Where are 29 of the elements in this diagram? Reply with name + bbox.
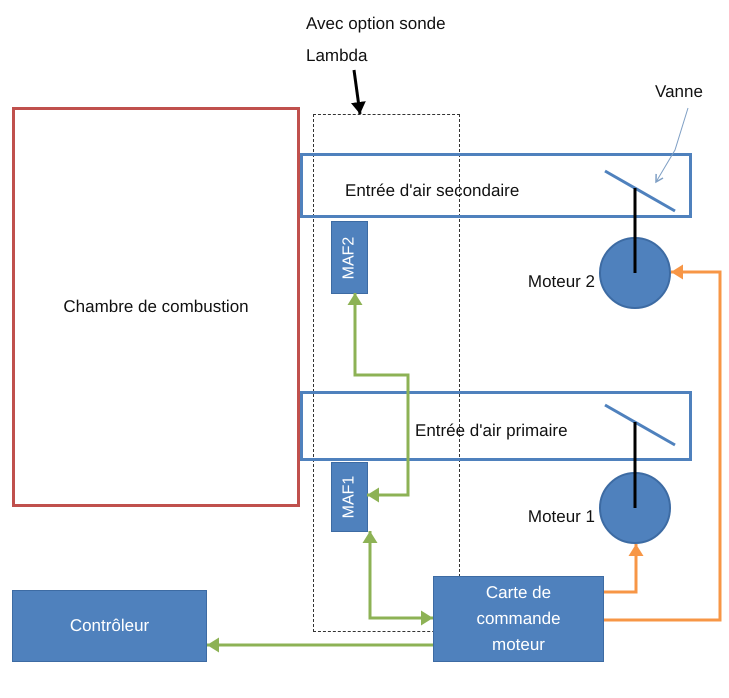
arrow xyxy=(362,531,433,626)
combustion-chamber-box xyxy=(12,107,300,507)
node-label: MAF1 xyxy=(340,476,358,518)
node-label: Carte de commande moteur xyxy=(475,582,562,656)
valve-flap xyxy=(605,403,675,447)
sensor-box xyxy=(331,221,368,294)
node-label: Entrée d'air secondaire xyxy=(345,180,520,202)
arrow xyxy=(604,544,644,594)
motor-shaft xyxy=(634,188,636,273)
note-text: Vanne xyxy=(655,82,703,101)
node-label: Entrée d'air primaire xyxy=(415,420,568,442)
motor-shaft xyxy=(634,422,636,508)
arrow xyxy=(207,638,433,652)
air-inlet-duct xyxy=(300,391,692,461)
arrow xyxy=(350,70,366,114)
node-label: Chambre de combustion xyxy=(63,296,249,318)
module-box xyxy=(12,590,207,662)
module-box xyxy=(433,576,604,662)
note-text: Avec option sonde Lambda xyxy=(306,14,446,65)
node-label: MAF2 xyxy=(340,236,358,279)
arrow xyxy=(348,293,410,502)
air-inlet-duct xyxy=(300,153,692,218)
node-label: Contrôleur xyxy=(70,615,150,637)
arrow xyxy=(604,264,722,622)
leader-line xyxy=(655,108,688,183)
valve-flap xyxy=(605,169,675,213)
sensor-box xyxy=(331,462,368,532)
motor-label: Moteur 2 xyxy=(526,271,595,293)
motor-label: Moteur 1 xyxy=(526,506,595,528)
